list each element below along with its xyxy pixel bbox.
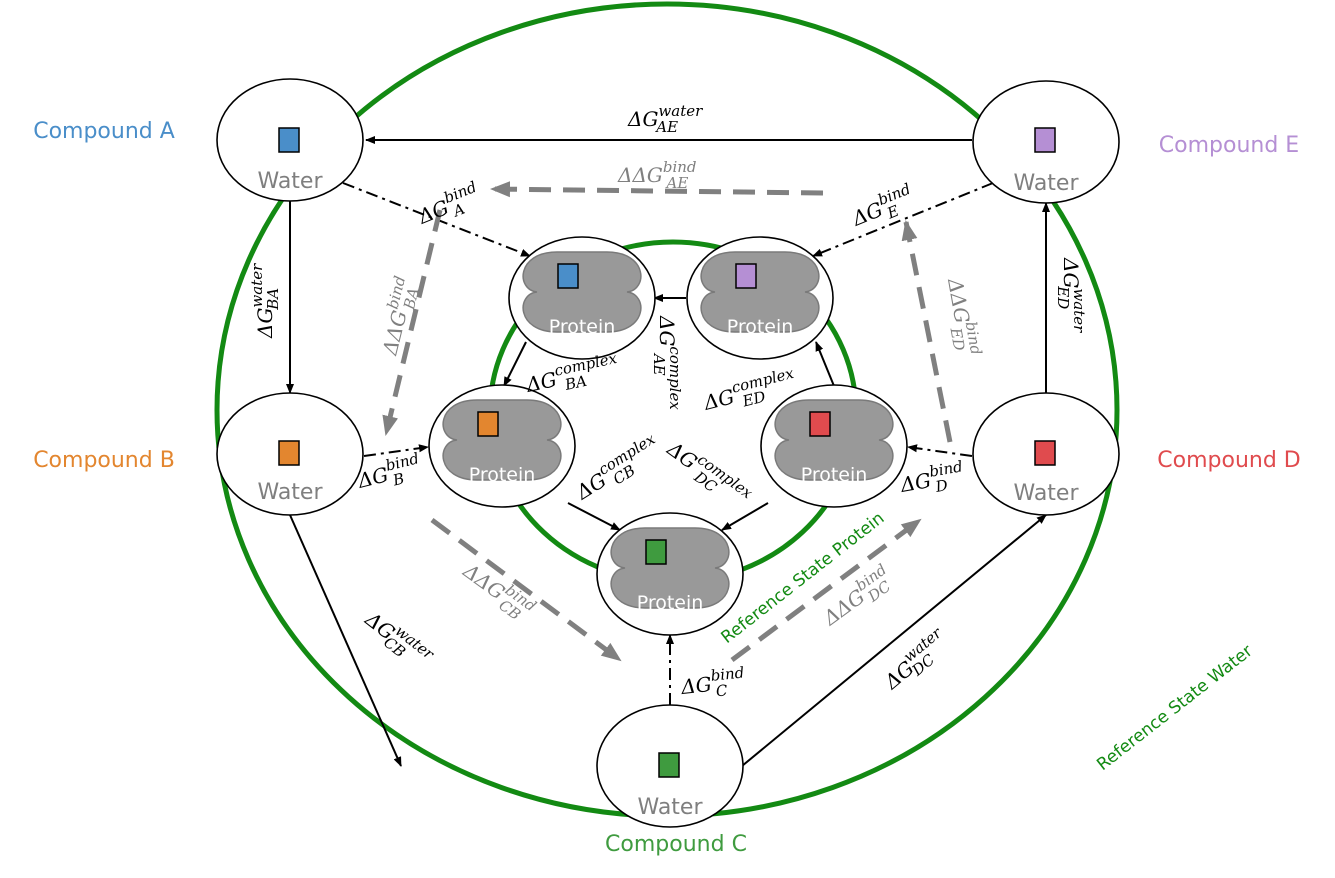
arrow-ddg-ae bbox=[490, 181, 824, 198]
arrow-complex-d-to-c bbox=[721, 502, 769, 531]
compound-b-label: Compound B bbox=[33, 448, 175, 473]
label-ddg-bind-ba: ΔΔGbindBA bbox=[372, 274, 424, 359]
compound-b-square bbox=[278, 440, 300, 466]
water-node-a: Water bbox=[216, 78, 364, 202]
label-ddg-bind-dc: ΔΔGbindDC bbox=[815, 560, 899, 634]
water-label: Water bbox=[257, 480, 323, 505]
compound-c-label: Compound C bbox=[605, 832, 747, 857]
protein-icon bbox=[774, 399, 894, 481]
protein-node-d: Protein bbox=[760, 384, 908, 508]
compound-d-square bbox=[809, 411, 831, 437]
protein-label: Protein bbox=[801, 464, 868, 486]
label-dg-water-dc: ΔGwaterDC bbox=[876, 623, 956, 698]
label-dg-bind-d: ΔGbindD bbox=[897, 457, 967, 502]
protein-label: Protein bbox=[637, 592, 704, 614]
relative-binding-arrows bbox=[382, 181, 953, 663]
label-dg-water-ed: ΔGwaterED bbox=[1054, 257, 1088, 333]
arrow-water-b-to-c bbox=[289, 514, 402, 767]
label-ddg-bind-ed: ΔΔGbindED bbox=[938, 275, 985, 359]
protein-icon bbox=[610, 527, 730, 609]
arrow-bind-e bbox=[812, 182, 994, 257]
arrow-bind-b bbox=[363, 444, 429, 457]
label-dg-water-cb: ΔGwaterCB bbox=[357, 602, 438, 676]
compound-a-square bbox=[278, 127, 300, 153]
compound-b-square bbox=[477, 411, 499, 437]
water-label: Water bbox=[257, 169, 323, 194]
compound-e-label: Compound E bbox=[1159, 133, 1299, 158]
arrow-complex-d-to-e bbox=[815, 341, 835, 387]
complex-transformation-arrows bbox=[503, 294, 835, 531]
compound-e-square bbox=[735, 263, 757, 289]
protein-node-b: Protein bbox=[428, 384, 576, 508]
compound-e-square bbox=[1034, 127, 1056, 153]
label-dg-water-ba: ΔGwaterBA bbox=[248, 263, 282, 339]
protein-label: Protein bbox=[727, 316, 794, 338]
arrow-ddg-ed bbox=[901, 220, 953, 443]
label-dg-complex-dc: ΔGcomplexDC bbox=[659, 432, 756, 516]
compound-d-label: Compound D bbox=[1157, 448, 1300, 473]
water-label: Water bbox=[637, 795, 703, 820]
water-label: Water bbox=[1013, 481, 1079, 506]
arrow-ddg-dc bbox=[730, 517, 922, 663]
compound-a-label: Compound A bbox=[33, 119, 175, 144]
arrow-bind-d bbox=[907, 444, 973, 457]
label-ddg-bind-cb: ΔΔGbindCB bbox=[455, 554, 539, 628]
protein-icon bbox=[522, 251, 642, 333]
protein-node-a: Protein bbox=[508, 236, 656, 360]
compound-a-square bbox=[557, 263, 579, 289]
label-dg-complex-ae: ΔGcomplexAE bbox=[650, 315, 684, 410]
water-node-c: Water bbox=[596, 704, 744, 828]
protein-icon bbox=[700, 251, 820, 333]
arrow-complex-a-to-b bbox=[503, 341, 527, 387]
water-node-b: Water bbox=[216, 392, 364, 516]
reference-state-water-label: Reference State Water bbox=[1093, 641, 1256, 775]
water-node-d: Water bbox=[972, 392, 1120, 516]
label-dg-bind-a: ΔGbindA bbox=[412, 178, 485, 234]
label-dg-complex-cb: ΔGcomplexCB bbox=[568, 430, 667, 509]
arrow-ddg-ba bbox=[382, 209, 443, 436]
protein-icon bbox=[442, 399, 562, 481]
protein-label: Protein bbox=[469, 464, 536, 486]
water-transformation-arrows bbox=[286, 136, 1050, 767]
protein-node-e: Protein bbox=[686, 236, 834, 360]
arrow-ddg-cb bbox=[430, 517, 622, 663]
compound-c-square bbox=[658, 752, 680, 778]
protein-node-c: Protein bbox=[596, 512, 744, 636]
label-dg-bind-c: ΔGbindC bbox=[678, 663, 746, 704]
water-label: Water bbox=[1013, 171, 1079, 196]
arrow-complex-b-to-c bbox=[567, 502, 621, 531]
protein-label: Protein bbox=[549, 316, 616, 338]
arrow-water-c-to-d bbox=[741, 514, 1047, 767]
compound-d-square bbox=[1034, 440, 1056, 466]
label-dg-bind-b: ΔGbindB bbox=[353, 449, 424, 498]
compound-c-square bbox=[645, 539, 667, 565]
water-node-e: Water bbox=[972, 80, 1120, 204]
